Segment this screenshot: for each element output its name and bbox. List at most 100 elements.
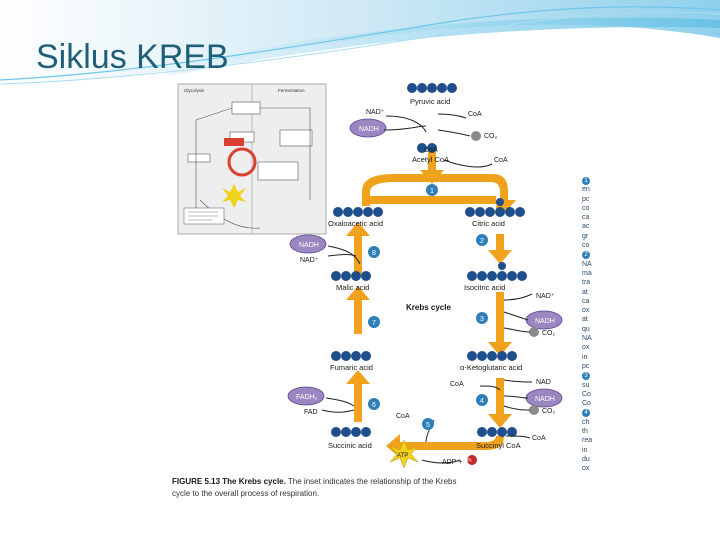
step-badge-3: 3 <box>476 312 488 324</box>
side-note-fragment: in <box>582 353 588 361</box>
label-pi: Pi <box>467 458 471 464</box>
svg-text:1: 1 <box>430 188 434 195</box>
side-note-fragment: th <box>582 428 588 436</box>
svg-text:2: 2 <box>480 238 484 245</box>
label-coa-step5: CoA <box>396 413 410 420</box>
svg-text:6: 6 <box>372 402 376 409</box>
side-note-fragment: rea <box>582 437 593 445</box>
succinyl-coa-molecule <box>477 427 517 437</box>
side-note-fragment: pc <box>582 195 590 203</box>
isocitric-acid-molecule <box>467 262 527 281</box>
arrow-step3 <box>488 292 512 356</box>
succinic-acid-molecule <box>331 427 371 437</box>
label-coa-out-acetyl: CoA <box>494 157 508 164</box>
svg-text:4: 4 <box>480 398 484 405</box>
svg-text:5: 5 <box>426 422 430 429</box>
slide-title: Siklus KREB <box>36 38 229 76</box>
label-nadh-step8: NADH <box>299 242 319 249</box>
side-note-fragment: tra <box>582 279 591 287</box>
label-fad: FAD <box>304 409 318 416</box>
side-note-number: 2 <box>582 250 598 260</box>
arrow-step5 <box>386 434 504 458</box>
label-co2-step3: CO₂ <box>542 330 556 337</box>
side-note-fragment: ox <box>582 307 590 315</box>
label-coa-mid: CoA <box>424 147 438 154</box>
side-note-fragment: co <box>582 242 590 250</box>
inset-title-left: Glycolysis <box>184 88 205 93</box>
label-nadh-step3: NADH <box>535 318 555 325</box>
inset-title-right: Fermentation <box>278 88 305 93</box>
label-nad-plus-step3: NAD⁺ <box>536 293 555 300</box>
label-nad-step4: NAD <box>536 379 551 386</box>
side-note-fragment: co <box>582 474 598 477</box>
side-note-fragment: ma <box>582 269 592 277</box>
arrow-step2 <box>488 234 512 264</box>
side-note-fragment: ox <box>582 344 590 352</box>
side-note-fragment: Co <box>582 400 591 408</box>
label-atp: ATP <box>397 453 408 459</box>
krebs-cycle-figure: Glycolysis Fermentation <box>160 80 596 500</box>
label-fadh2: FADH₂ <box>296 394 318 401</box>
step-badge-2: 2 <box>476 234 488 246</box>
svg-text:3: 3 <box>480 316 484 323</box>
arrow-step7 <box>346 286 370 334</box>
figure-caption-line2: cycle to the overall process of respirat… <box>172 489 320 498</box>
side-note-number: 1 <box>582 176 598 185</box>
side-note-fragment: en <box>582 186 590 194</box>
malic-acid-molecule <box>331 271 371 281</box>
step-badge-4: 4 <box>476 394 488 406</box>
side-note-fragment: ox <box>582 465 590 473</box>
cofactor-labels: NAD⁺ NADH CoA CO₂ CoA CoA NAD⁺ NADH CO₂ … <box>296 109 556 466</box>
figure-caption-text1: The inset indicates the relationship of … <box>287 477 457 486</box>
figure-caption-label: FIGURE 5.13 <box>172 477 221 486</box>
arrow-step8 <box>346 222 370 276</box>
acetyl-coa-molecule <box>417 143 437 153</box>
label-coa-step4-in: CoA <box>450 381 464 388</box>
label-isocitric-acid: Isocitric acid <box>464 283 505 292</box>
label-coa-succinyl-out: CoA <box>532 435 546 442</box>
side-note-fragment: at <box>582 316 588 324</box>
ketoglutaric-acid-molecule <box>467 351 517 361</box>
arrow-step6 <box>346 370 370 422</box>
label-nadh-top: NADH <box>359 126 379 133</box>
connector-lines <box>321 113 533 464</box>
label-nad-plus-top: NAD⁺ <box>366 109 385 116</box>
label-ketoglutaric-acid: α-Ketoglutaric acid <box>460 363 522 372</box>
pi-icon <box>467 455 477 465</box>
side-note-number: 4 <box>582 408 598 418</box>
side-note-fragment: in <box>582 446 588 454</box>
respiration-inset: Glycolysis Fermentation <box>177 83 327 235</box>
label-co2-top: CO₂ <box>484 133 498 140</box>
label-acetyl-coa: Acetyl CoA <box>412 155 449 164</box>
arrow-top <box>366 196 504 214</box>
side-note-fragment: NA <box>582 260 592 268</box>
step-badge-7: 7 <box>368 316 380 328</box>
figure-caption-title: The Krebs cycle. <box>222 477 286 486</box>
svg-text:8: 8 <box>372 250 376 257</box>
label-co2-step4: CO₂ <box>542 408 556 415</box>
side-note-fragment: pc <box>582 362 590 370</box>
side-note-fragment: ac <box>582 223 590 231</box>
label-adp: ADP + <box>442 459 462 466</box>
label-nad-plus-step8: NAD⁺ <box>300 257 319 264</box>
citric-acid-molecule <box>465 198 525 217</box>
pyruvic-acid-molecule <box>407 83 457 93</box>
svg-text:7: 7 <box>372 320 376 327</box>
label-fumaric-acid: Fumaric acid <box>330 363 373 372</box>
arrow-step4 <box>488 378 512 428</box>
atp-burst-icon <box>389 439 419 469</box>
step-badge-5: 5 <box>422 418 434 430</box>
side-note-number: 3 <box>582 371 598 381</box>
label-citric-acid: Citric acid <box>472 219 505 228</box>
side-note-fragment: gr <box>582 232 589 240</box>
krebs-cycle-label: Krebs cycle <box>406 303 451 312</box>
step-badge-6: 6 <box>368 398 380 410</box>
side-note-fragment: du <box>582 455 590 463</box>
oxaloacetic-acid-molecule <box>333 207 383 217</box>
fumaric-acid-molecule <box>331 351 371 361</box>
header-banner <box>0 0 720 85</box>
cofactor-ovals <box>287 118 563 469</box>
krebs-cycle-diagram: Glycolysis Fermentation <box>177 83 563 469</box>
label-pyruvic-acid: Pyruvic acid <box>410 97 450 106</box>
label-succinic-acid: Succinic acid <box>328 441 372 450</box>
